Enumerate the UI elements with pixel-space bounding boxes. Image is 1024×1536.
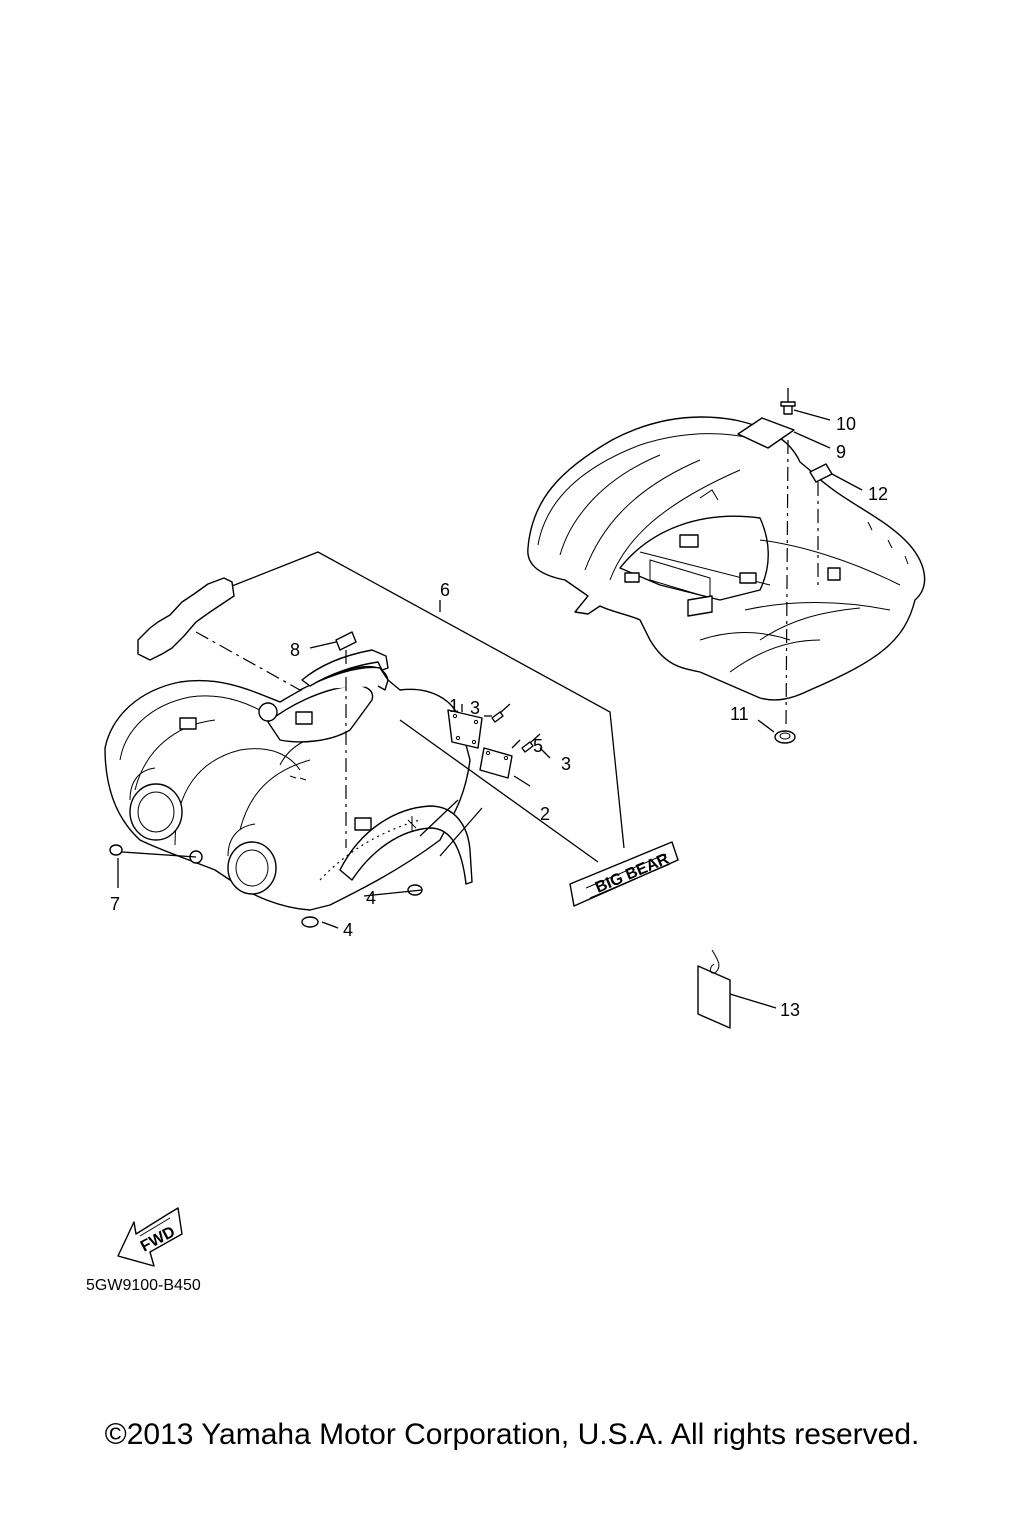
tag-part-13 bbox=[697, 949, 731, 1029]
label-part-8 bbox=[335, 631, 357, 651]
callout-3a: 3 bbox=[470, 698, 480, 718]
callout-1: 1 bbox=[449, 696, 459, 716]
plate-part-1 bbox=[447, 709, 483, 749]
plate-part-9 bbox=[737, 417, 795, 449]
big-bear-emblem: BIG BEAR bbox=[569, 841, 679, 907]
bolt-part-10 bbox=[780, 388, 796, 415]
callout-4a: 4 bbox=[366, 888, 376, 908]
callout-9: 9 bbox=[836, 442, 846, 462]
callout-13: 13 bbox=[780, 1000, 800, 1020]
rear-fender bbox=[527, 416, 926, 701]
callout-11: 11 bbox=[730, 704, 749, 724]
callout-10: 10 bbox=[836, 414, 856, 434]
fwd-arrow-icon: FWD bbox=[117, 1207, 183, 1267]
callout-5: 5 bbox=[533, 736, 543, 756]
callout-8: 8 bbox=[290, 640, 300, 660]
grommet-part-11 bbox=[774, 730, 796, 744]
callout-2: 2 bbox=[540, 804, 550, 824]
callout-12: 12 bbox=[868, 484, 888, 504]
plate-part-5 bbox=[479, 747, 513, 779]
callout-numbers: 1 2 3 3 4 4 5 6 7 8 9 10 11 12 13 bbox=[110, 414, 888, 1020]
callout-4b: 4 bbox=[343, 920, 353, 940]
rivet-part-3 bbox=[491, 703, 541, 753]
copyright-notice: ©2013 Yamaha Motor Corporation, U.S.A. A… bbox=[104, 1418, 920, 1451]
leader-lines bbox=[117, 409, 863, 1009]
grommet-part-7 bbox=[109, 844, 123, 856]
callout-6: 6 bbox=[440, 580, 450, 600]
mud-cover bbox=[137, 577, 235, 661]
front-fender bbox=[104, 649, 473, 911]
callout-3b: 3 bbox=[561, 754, 571, 774]
drawing-code: 5GW9100-B450 bbox=[86, 1277, 201, 1294]
callout-7: 7 bbox=[110, 894, 120, 914]
